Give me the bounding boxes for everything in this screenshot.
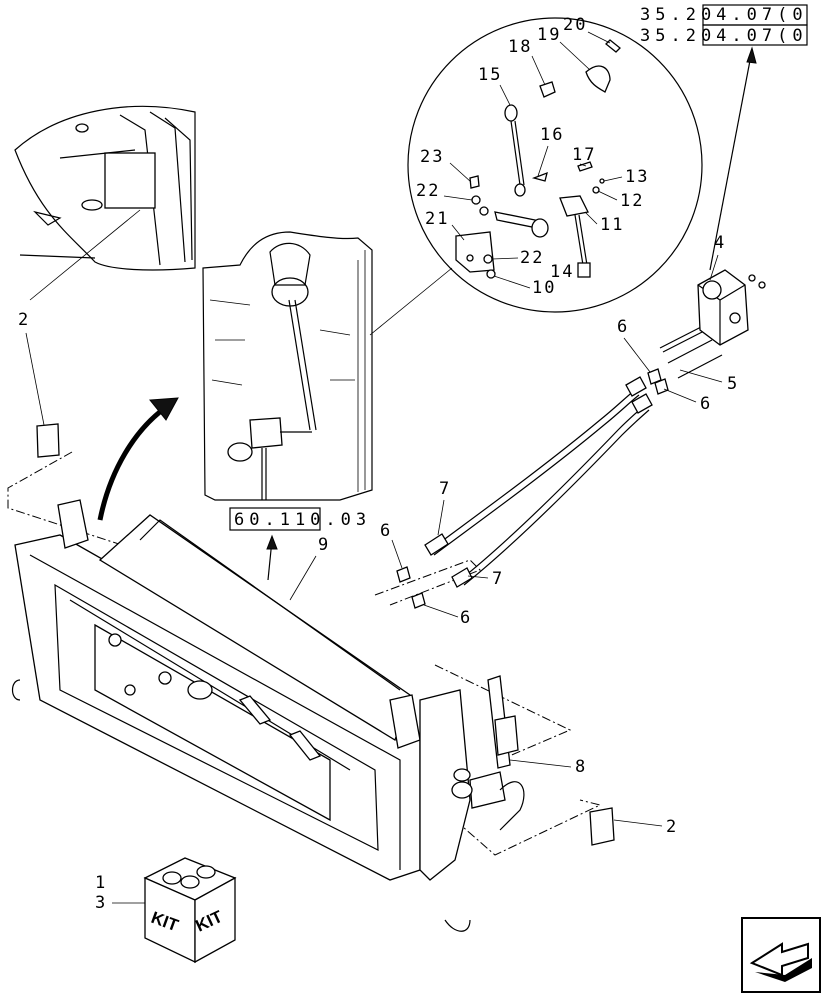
reference-top-2: 35.204.07(0 [640,26,808,46]
reference-top-1: 35.204.07(0 [640,5,808,25]
callout-22-top: 22 [416,181,440,201]
callout-8: 8 [575,757,587,777]
callout-2-right: 2 [666,817,678,837]
kit-box: KIT KIT [143,857,237,964]
hydraulic-lines [396,269,766,609]
callout-20: 20 [563,15,587,35]
callout-11: 11 [600,215,624,235]
callout-6-bottom: 6 [460,608,472,628]
callout-5: 5 [727,374,739,394]
callout-4: 4 [714,233,726,253]
callout-7-bottom: 7 [492,569,504,589]
loader-assembly [7,451,602,932]
callout-13: 13 [625,167,649,187]
ref-box-mid [229,507,321,531]
callout-9: 9 [318,535,330,555]
callout-15: 15 [478,65,502,85]
decal-left [36,423,60,458]
callout-23: 23 [420,147,444,167]
cab-detail-view [14,105,196,271]
callout-6-right: 6 [700,394,712,414]
curved-arrow-icon [97,405,167,521]
callout-6-left: 6 [380,521,392,541]
ref-box-top: 35.204.07(0 35.204.07(0 [640,4,808,46]
reference-mid: 60.110.03 [234,510,371,530]
callout-10: 10 [532,278,556,298]
callout-18: 18 [508,37,532,57]
decal-right [589,807,615,846]
callout-3: 3 [95,893,107,913]
callout-17: 17 [572,145,596,165]
callout-2-left: 2 [18,310,30,330]
previous-page-arrow-icon[interactable] [741,917,821,993]
callout-21: 21 [425,209,449,229]
callout-12: 12 [620,191,644,211]
callout-16: 16 [540,125,564,145]
callout-19: 19 [537,25,561,45]
callout-22-bottom: 22 [520,248,544,268]
callout-1: 1 [95,873,107,893]
callout-14: 14 [550,262,574,282]
switch-exploded-view [407,17,703,313]
cab-interior-view [202,231,373,501]
callout-7-top: 7 [439,479,451,499]
callout-6-top: 6 [617,317,629,337]
